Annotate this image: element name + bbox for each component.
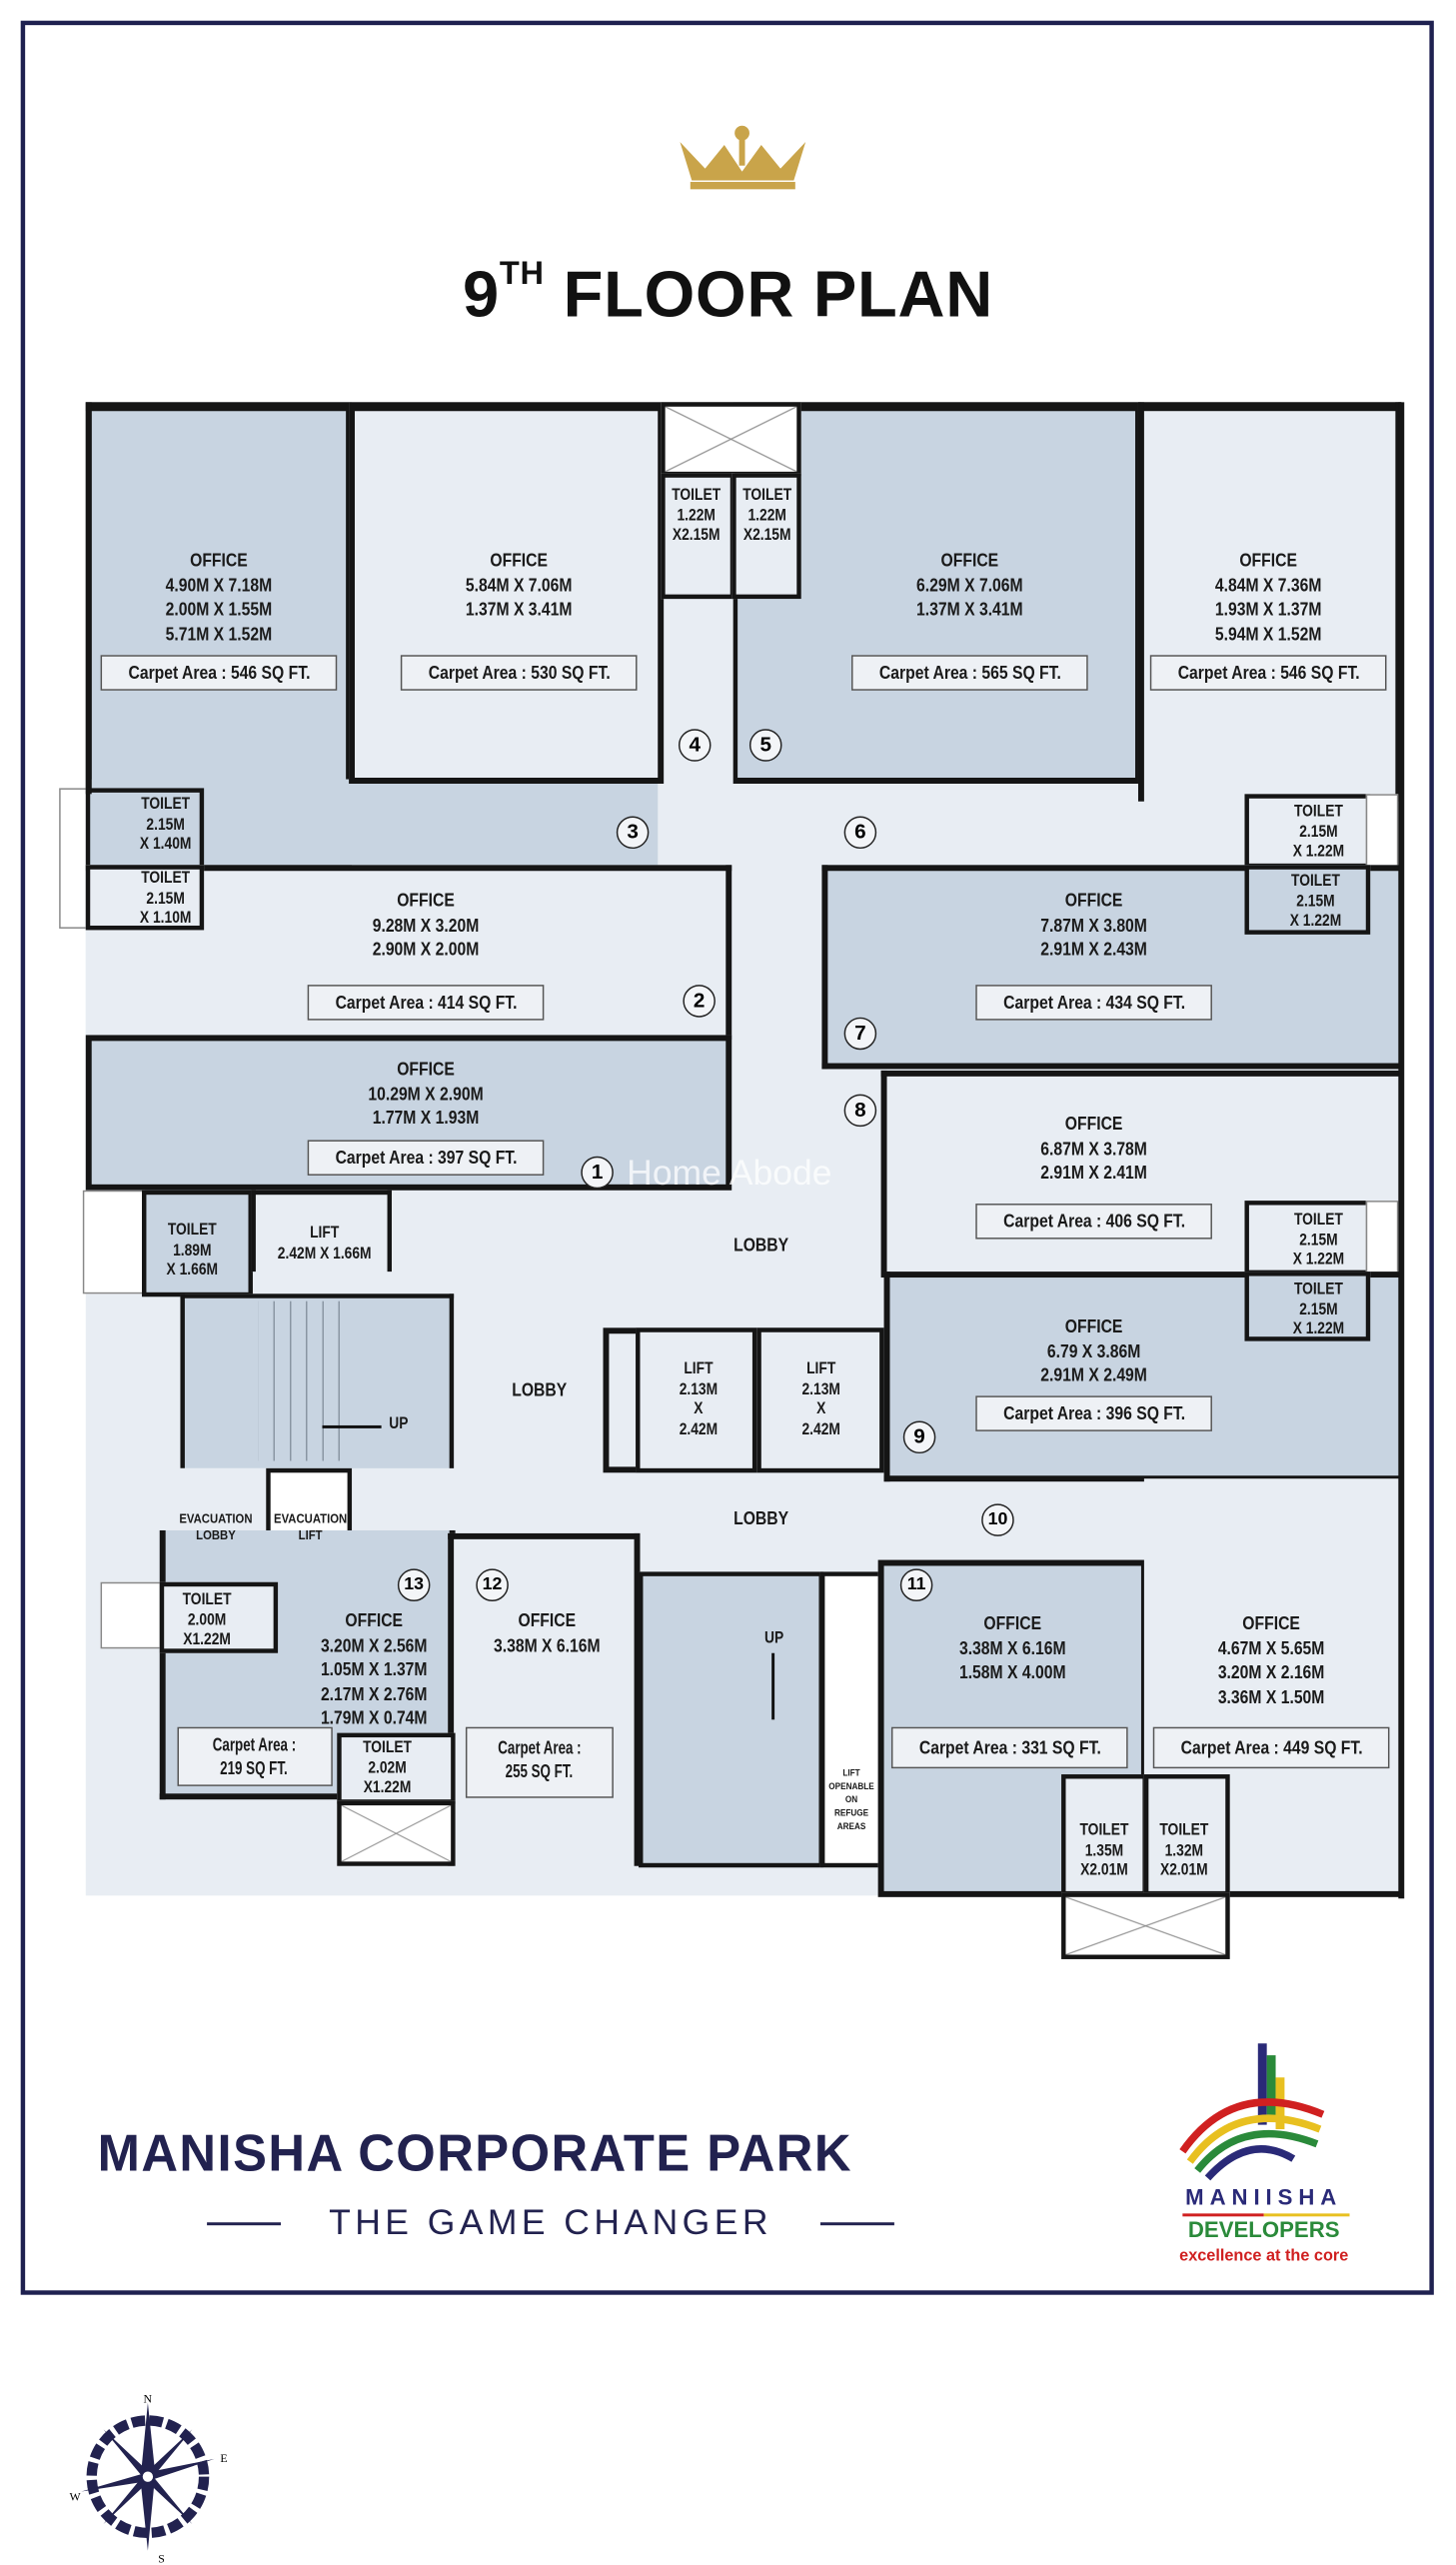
unit-marker: 8 [843,1094,877,1128]
carpet-area-box: Carpet Area : 414 SQ FT. [307,985,545,1021]
compass-rose-icon: N E S W [70,2392,228,2565]
compass-w: W [70,2489,82,2503]
unit-marker: 9 [902,1420,936,1454]
compass-n: N [143,2392,152,2406]
unit-marker: 2 [683,985,716,1018]
page-frame [20,20,1434,2295]
developer-name: MANIISHA [1185,2185,1343,2211]
developer-slogan: excellence at the core [1179,2247,1349,2266]
watermark: Home Abode [627,1153,832,1194]
unit-marker: 1 [581,1156,614,1190]
crown-icon [680,125,806,190]
unit-marker: 12 [476,1568,509,1601]
carpet-area-box: Carpet Area : 565 SQ FT. [851,655,1088,691]
lobby-label: LOBBY [733,1235,789,1256]
unit-marker: 13 [397,1568,431,1601]
office-unit-3 [349,402,665,784]
office-unit-6 [1137,402,1402,802]
project-name: MANISHA CORPORATE PARK [97,2124,852,2183]
up-arrow-icon [322,1424,382,1428]
carpet-area-box: Carpet Area : 406 SQ FT. [975,1204,1212,1240]
carpet-area-box: Carpet Area : 434 SQ FT. [975,985,1212,1021]
carpet-area-box: Carpet Area : 396 SQ FT. [975,1395,1212,1431]
carpet-area-box: Carpet Area : 530 SQ FT. [400,655,638,691]
carpet-area-box: Carpet Area : 449 SQ FT. [1152,1726,1390,1769]
carpet-area-box: Carpet Area : 397 SQ FT. [307,1140,545,1176]
developer-sub: DEVELOPERS [1187,2217,1340,2243]
compass-s: S [158,2551,165,2565]
divider [207,2222,282,2226]
compass-e: E [220,2451,227,2465]
carpet-area-box: Carpet Area :219 SQ FT. [177,1726,333,1786]
carpet-area-box: Carpet Area : 546 SQ FT. [1149,655,1387,691]
lobby-label: LOBBY [733,1507,789,1529]
page-title: 9TH FLOOR PLAN [462,254,994,332]
stair-up-label: UP [763,1629,784,1647]
lobby-label: LOBBY [512,1379,568,1400]
unit-marker: 6 [843,816,877,850]
unit-marker: 11 [899,1568,933,1601]
down-arrow-icon [771,1652,775,1720]
carpet-area-box: Carpet Area : 331 SQ FT. [890,1726,1128,1769]
staircase-2 [639,1571,823,1868]
unit-marker: 7 [843,1017,877,1051]
unit-marker: 4 [678,729,712,762]
project-tagline: THE GAME CHANGER [329,2203,772,2243]
carpet-area-box: Carpet Area : 546 SQ FT. [100,655,338,691]
developer-logo-icon [1179,2043,1325,2181]
divider [819,2222,894,2226]
unit-marker: 3 [616,816,650,850]
stair-up-label: UP [389,1414,409,1433]
office-unit-5 [732,402,1141,784]
carpet-area-box: Carpet Area :255 SQ FT. [465,1726,614,1798]
unit-marker: 5 [748,729,782,762]
unit-marker: 10 [981,1503,1014,1536]
